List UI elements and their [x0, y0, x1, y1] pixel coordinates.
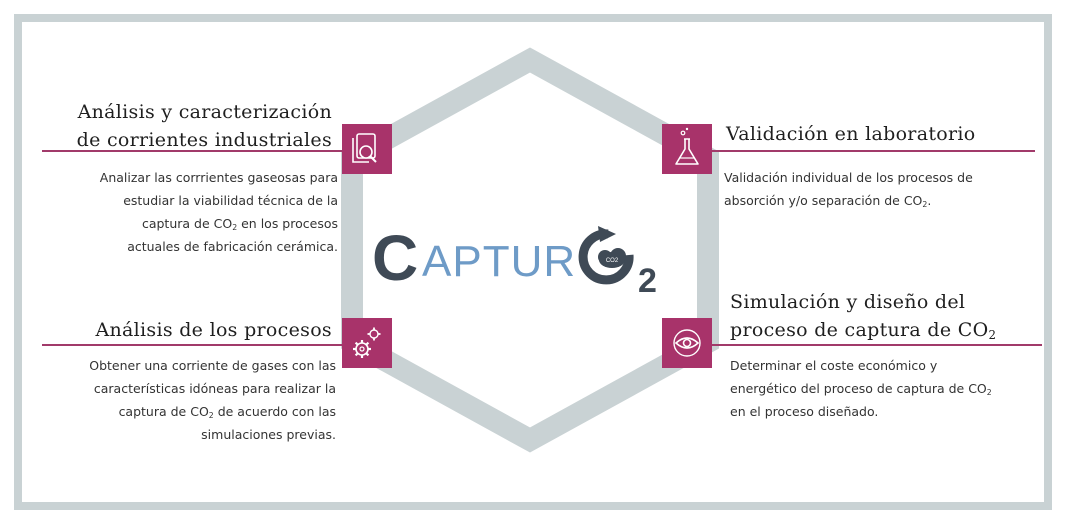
desc-line: en el proceso diseñado. [730, 404, 879, 419]
divider-top-right [712, 150, 1035, 152]
subscript: 2 [232, 222, 238, 232]
desc-line: estudiar la viabilidad técnica de la [123, 193, 338, 208]
section-desc-simulacion: Determinar el coste económico y energéti… [730, 354, 1044, 423]
eye-icon [673, 329, 701, 357]
gears-icon [353, 327, 381, 358]
document-search-icon [352, 133, 377, 163]
desc-line: Obtener una corriente de gases con las [89, 358, 336, 373]
title-line: Validación en laboratorio [726, 123, 976, 145]
title-line: de corrientes industriales [76, 129, 332, 151]
subscript: 2 [208, 410, 214, 420]
title-line: Análisis y caracterización [77, 101, 332, 123]
section-desc-analisis-procesos: Obtener una corriente de gases con las c… [30, 354, 336, 446]
desc-line: absorción y/o separación de CO2. [724, 189, 1034, 212]
subscript: 2 [988, 327, 997, 342]
logo-co2-badge: CO2 [606, 258, 619, 264]
flask-icon [675, 127, 699, 165]
section-title-simulacion: Simulación y diseño del proceso de captu… [730, 288, 1050, 344]
logo-subscript-2: 2 [638, 262, 657, 300]
desc-seg: de acuerdo con las [213, 404, 336, 419]
title-seg: proceso de captura de CO [730, 319, 989, 341]
desc-seg: energético del proceso de captura de CO [730, 381, 987, 396]
desc-line: características idóneas para realizar la [93, 381, 336, 396]
desc-line: simulaciones previas. [201, 427, 336, 442]
subscript: 2 [986, 387, 992, 397]
title-line: Simulación y diseño del [730, 291, 966, 313]
divider-bottom-right [712, 344, 1042, 346]
icon-box-bottom-right [662, 318, 712, 368]
title-line: Análisis de los procesos [95, 319, 332, 341]
desc-line: captura de CO2 de acuerdo con las [30, 400, 336, 423]
subscript: 2 [922, 199, 928, 209]
desc-line: Analizar las corrrientes gaseosas para [99, 170, 338, 185]
desc-seg: en los procesos [237, 216, 338, 231]
logo-o-ring: CO2 [578, 226, 634, 285]
desc-seg: absorción y/o separación de CO [724, 193, 923, 208]
desc-seg: captura de CO [118, 404, 209, 419]
desc-line: Determinar el coste económico y [730, 358, 938, 373]
section-title-analisis-procesos: Análisis de los procesos [40, 316, 332, 344]
section-desc-analisis-corrientes: Analizar las corrrientes gaseosas para e… [40, 166, 338, 258]
section-desc-validacion: Validación individual de los procesos de… [724, 166, 1034, 212]
icon-box-bottom-left [342, 318, 392, 368]
icon-box-top-left [342, 124, 392, 174]
section-title-validacion: Validación en laboratorio [726, 120, 1046, 148]
title-line: proceso de captura de CO2 [730, 316, 1050, 344]
desc-seg: captura de CO [141, 216, 233, 231]
capturco2-logo: C APTUR CO2 2 [372, 222, 657, 300]
logo-letter-c: C [372, 222, 418, 294]
desc-line: energético del proceso de captura de CO2 [730, 377, 1044, 400]
desc-line: actuales de fabricación cerámica. [127, 239, 338, 254]
desc-line: Validación individual de los procesos de [724, 170, 973, 185]
section-title-analisis-corrientes: Análisis y caracterización de corrientes… [40, 98, 332, 154]
logo-letters-aptur: APTUR [422, 237, 576, 286]
desc-seg: . [927, 193, 932, 208]
icon-box-top-right [662, 124, 712, 174]
divider-bottom-left [42, 344, 342, 346]
divider-top-left [42, 150, 342, 152]
desc-line: captura de CO2 en los procesos [40, 212, 338, 235]
